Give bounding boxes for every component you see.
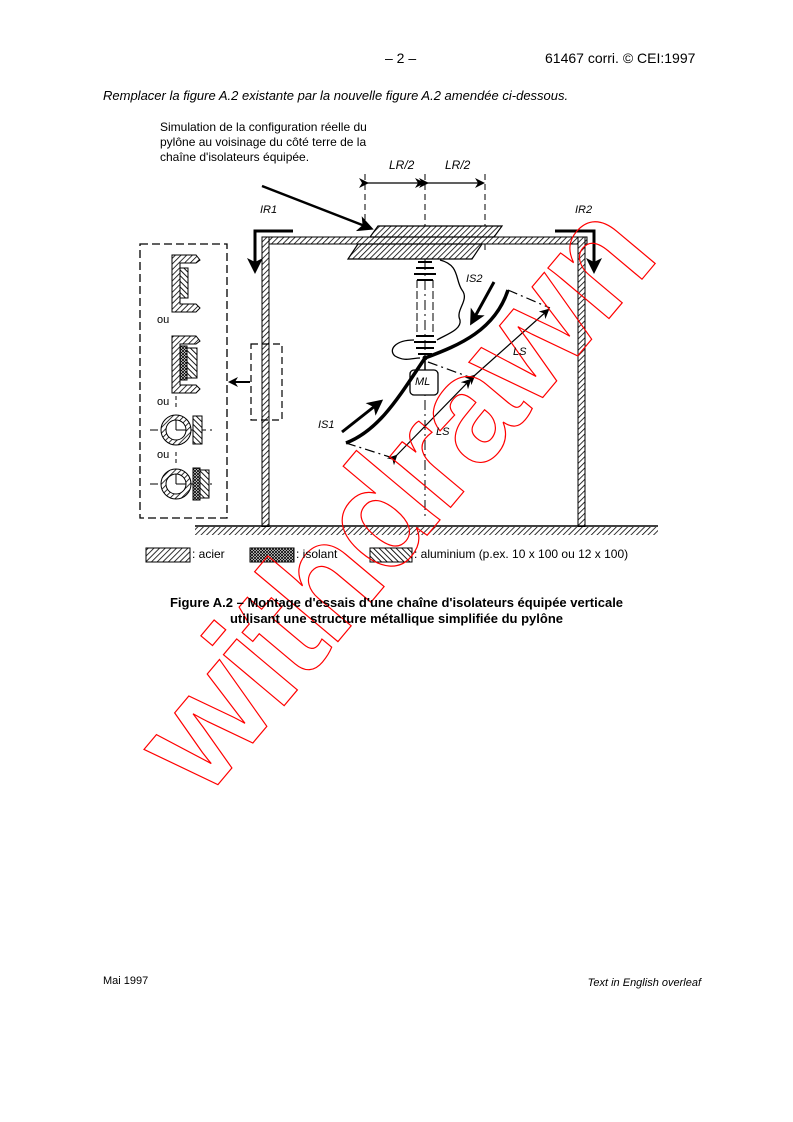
figure-caption: Figure A.2 – Montage d'essais d'une chaî… (100, 595, 693, 627)
legend-acier: : acier (192, 547, 225, 561)
footer-note: Text in English overleaf (587, 977, 701, 989)
label-lr-half-right: LR/2 (445, 158, 471, 172)
label-ml: ML (415, 376, 431, 388)
figure-callout-text: Simulation de la configuration réelle du… (160, 120, 367, 164)
label-lr-half-left: LR/2 (389, 158, 415, 172)
ir2-arrow (555, 229, 602, 274)
detail-box (228, 343, 283, 421)
ground (195, 525, 658, 535)
legend-aluminium: : aluminium (p.ex. 10 x 100 ou 12 x 100) (414, 547, 629, 561)
legend-isolant: : isolant (296, 547, 338, 561)
crossarm-simulation (346, 225, 504, 260)
label-ls-upper: LS (513, 346, 527, 358)
inset-separator-1: ou (157, 314, 170, 326)
label-ls-lower: LS (436, 426, 450, 438)
document-reference: 61467 corri. © CEI:1997 (545, 50, 696, 66)
caption-line-1: Figure A.2 – Montage d'essais d'une chaî… (169, 595, 624, 610)
is1-arrow (341, 399, 384, 434)
footer-date: Mai 1997 (103, 975, 149, 987)
caption-line-2: utilisant une structure métallique simpl… (229, 611, 563, 626)
callout-arrow (261, 184, 374, 232)
inset-separator-3: ou (157, 449, 170, 461)
label-is1: IS1 (318, 419, 335, 431)
inset-separator-2: ou (157, 396, 170, 408)
label-ir2: IR2 (575, 204, 593, 216)
cross-section-inset (139, 243, 228, 519)
label-ir1: IR1 (260, 204, 278, 216)
ir1-arrow (247, 229, 293, 274)
page-number: – 2 – (385, 50, 417, 66)
label-is2: IS2 (466, 273, 483, 285)
replacement-instruction: Remplacer la figure A.2 existante par la… (103, 88, 569, 103)
legend-swatches (145, 547, 413, 563)
ls-dimensions (345, 289, 551, 466)
